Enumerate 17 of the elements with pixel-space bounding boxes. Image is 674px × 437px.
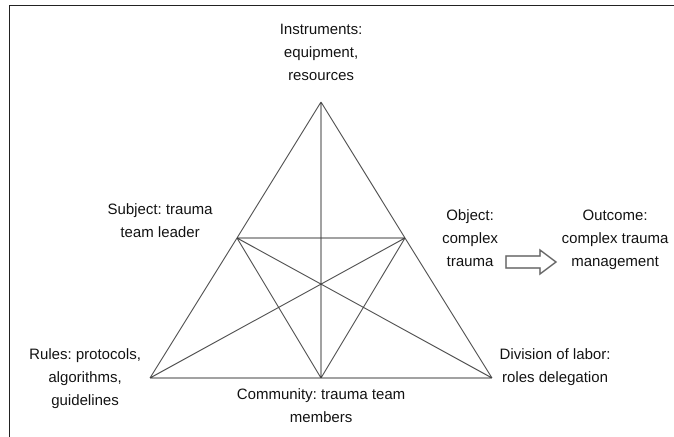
node-label: Object: complex trauma — [432, 204, 508, 273]
connector-line — [150, 238, 238, 378]
node-label: Outcome: complex trauma management — [560, 204, 670, 273]
connector-line — [320, 102, 406, 238]
node-label: Division of labor: roles delegation — [496, 343, 614, 389]
node-label: Rules: protocols, algorithms, guidelines — [14, 343, 156, 412]
connector-line — [320, 238, 406, 378]
connector-line — [236, 102, 322, 238]
connector-line — [236, 238, 492, 378]
connector-line — [236, 238, 322, 378]
connector-line — [320, 102, 322, 378]
node-label: Instruments: equipment, resources — [250, 18, 392, 87]
connector-line — [404, 238, 492, 378]
connector-line — [150, 238, 406, 378]
node-label: Subject: trauma team leader — [96, 198, 224, 244]
block-arrow — [505, 248, 558, 276]
node-label: Community: trauma team members — [206, 383, 436, 429]
